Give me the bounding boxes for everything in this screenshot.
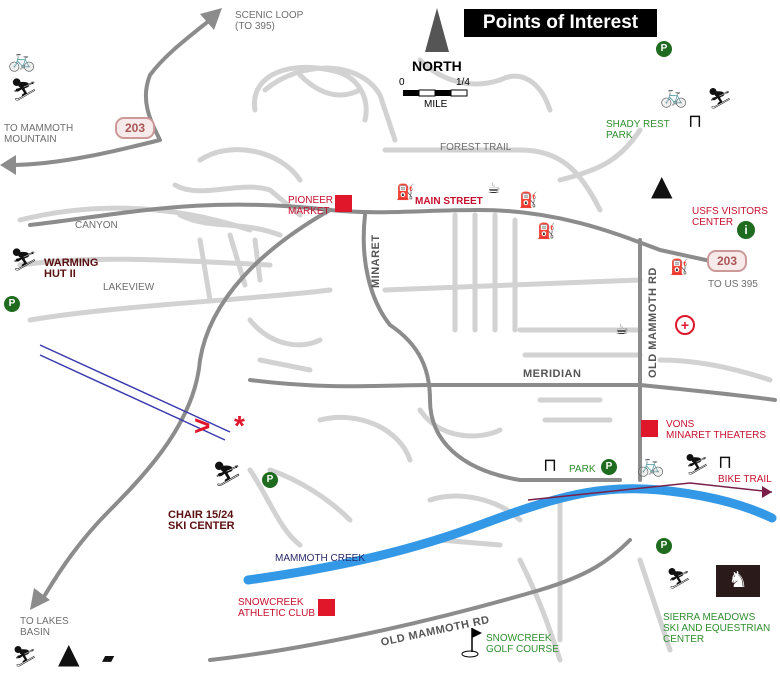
skier-icon: ⛷: [10, 248, 38, 273]
snowcreek-athletic-club-label: SNOWCREEK ATHLETIC CLUB: [238, 597, 316, 619]
map-title: Points of Interest: [464, 9, 657, 37]
gas-pump-icon: ⛽: [519, 191, 538, 209]
bicycle-icon: 🚲: [660, 84, 688, 109]
parking-icon: P: [262, 472, 278, 488]
to-lakes-basin-label: TO LAKES BASIN: [20, 616, 69, 638]
vons-marker: [641, 420, 658, 437]
snowcreek-athletic-marker: [318, 599, 335, 616]
bicycle-icon: 🚲: [8, 48, 36, 73]
to-mammoth-mountain-label: TO MAMMOTH MOUNTAIN: [4, 123, 74, 145]
mammoth-creek-line: [243, 484, 777, 585]
old-mammoth-rd-vertical-label: OLD MAMMOTH RD: [647, 267, 659, 378]
first-aid-icon: +: [675, 315, 695, 335]
scenic-loop-label: SCENIC LOOP (TO 395): [235, 10, 304, 32]
bike-trail-label: BIKE TRAIL: [718, 474, 772, 485]
skier-icon: ⛷: [212, 460, 243, 488]
info-icon: i: [737, 221, 755, 239]
scale-start-label: 0: [399, 77, 405, 88]
bicycle-icon: 🚲: [637, 453, 665, 478]
picnic-table-icon: ⊓: [543, 455, 558, 476]
tent-icon: ▲: [651, 169, 673, 202]
vons-label: VONS MINARET THEATERS: [666, 419, 767, 441]
main-street-label: MAIN STREET: [415, 196, 483, 207]
arrow-lakes-basin: [30, 588, 50, 610]
tent-icon: ▲: [58, 637, 80, 670]
skier-icon: ⛷: [707, 86, 733, 110]
forest-trail-label: FOREST TRAIL: [440, 142, 512, 153]
skier-icon: ⛷: [666, 566, 692, 590]
picnic-table-icon: ⊓: [718, 452, 733, 473]
mammoth-creek-label: MAMMOTH CREEK: [275, 553, 365, 564]
skier-icon: ⛷: [12, 644, 38, 668]
shady-rest-park-label: SHADY REST PARK: [606, 119, 670, 141]
meridian-label: MERIDIAN: [523, 368, 582, 380]
gas-pump-icon: ⛽: [537, 222, 556, 240]
parking-icon: P: [656, 41, 672, 57]
pioneer-market-label: PIONEER MARKET: [288, 195, 334, 217]
highway-203-sign-right: 203: [707, 250, 747, 272]
bike-trail-line: [527, 482, 773, 501]
lakeview-label: LAKEVIEW: [103, 282, 155, 293]
picnic-table-icon: ⊓: [688, 111, 703, 132]
horse-icon: ♞: [716, 565, 760, 597]
scale-unit-label: MILE: [424, 99, 448, 110]
scale-end-label: 1/4: [456, 77, 470, 88]
arrow-mammoth-mountain: [0, 155, 16, 175]
ski-lift-lines: [39, 344, 231, 441]
sierra-meadows-label: SIERRA MEADOWS SKI AND EQUESTRIAN CENTER: [663, 612, 771, 645]
park-label: PARK: [569, 464, 596, 475]
golf-flag-icon: [461, 628, 482, 658]
parking-icon: P: [601, 459, 617, 475]
highway-203-sign-left: 203: [115, 117, 155, 139]
north-arrow-icon: [425, 8, 449, 52]
asterisk-marker: *: [234, 410, 245, 441]
to-us-395-label: TO US 395: [708, 279, 758, 290]
scale-bar: [403, 89, 468, 97]
chevron-marker: >: [194, 410, 211, 441]
bike-trail-arrowhead: [762, 486, 772, 498]
usfs-visitors-center-label: USFS VISITORS CENTER: [692, 206, 768, 228]
canyon-label: CANYON: [75, 220, 118, 231]
coffee-icon: ☕: [487, 179, 501, 197]
snowcreek-golf-course-label: SNOWCREEK GOLF COURSE: [486, 633, 559, 655]
skier-icon: ⛷: [684, 452, 710, 476]
chair-15-24-label: CHAIR 15/24 SKI CENTER: [168, 509, 235, 532]
north-label: NORTH: [412, 58, 462, 74]
warming-hut-label: WARMING HUT II: [44, 257, 99, 280]
snowmobile-icon: ▰: [102, 648, 115, 667]
arrow-scenic-loop: [200, 8, 222, 30]
parking-icon: P: [4, 296, 20, 312]
pioneer-market-marker: [335, 195, 352, 212]
minaret-label: MINARET: [370, 234, 382, 288]
parking-icon: P: [656, 538, 672, 554]
skier-icon: ⛷: [10, 78, 38, 103]
coffee-icon: ☕: [615, 320, 629, 338]
gas-pump-icon: ⛽: [396, 183, 415, 201]
gas-pump-icon: ⛽: [670, 258, 689, 276]
major-roads: [8, 18, 777, 662]
